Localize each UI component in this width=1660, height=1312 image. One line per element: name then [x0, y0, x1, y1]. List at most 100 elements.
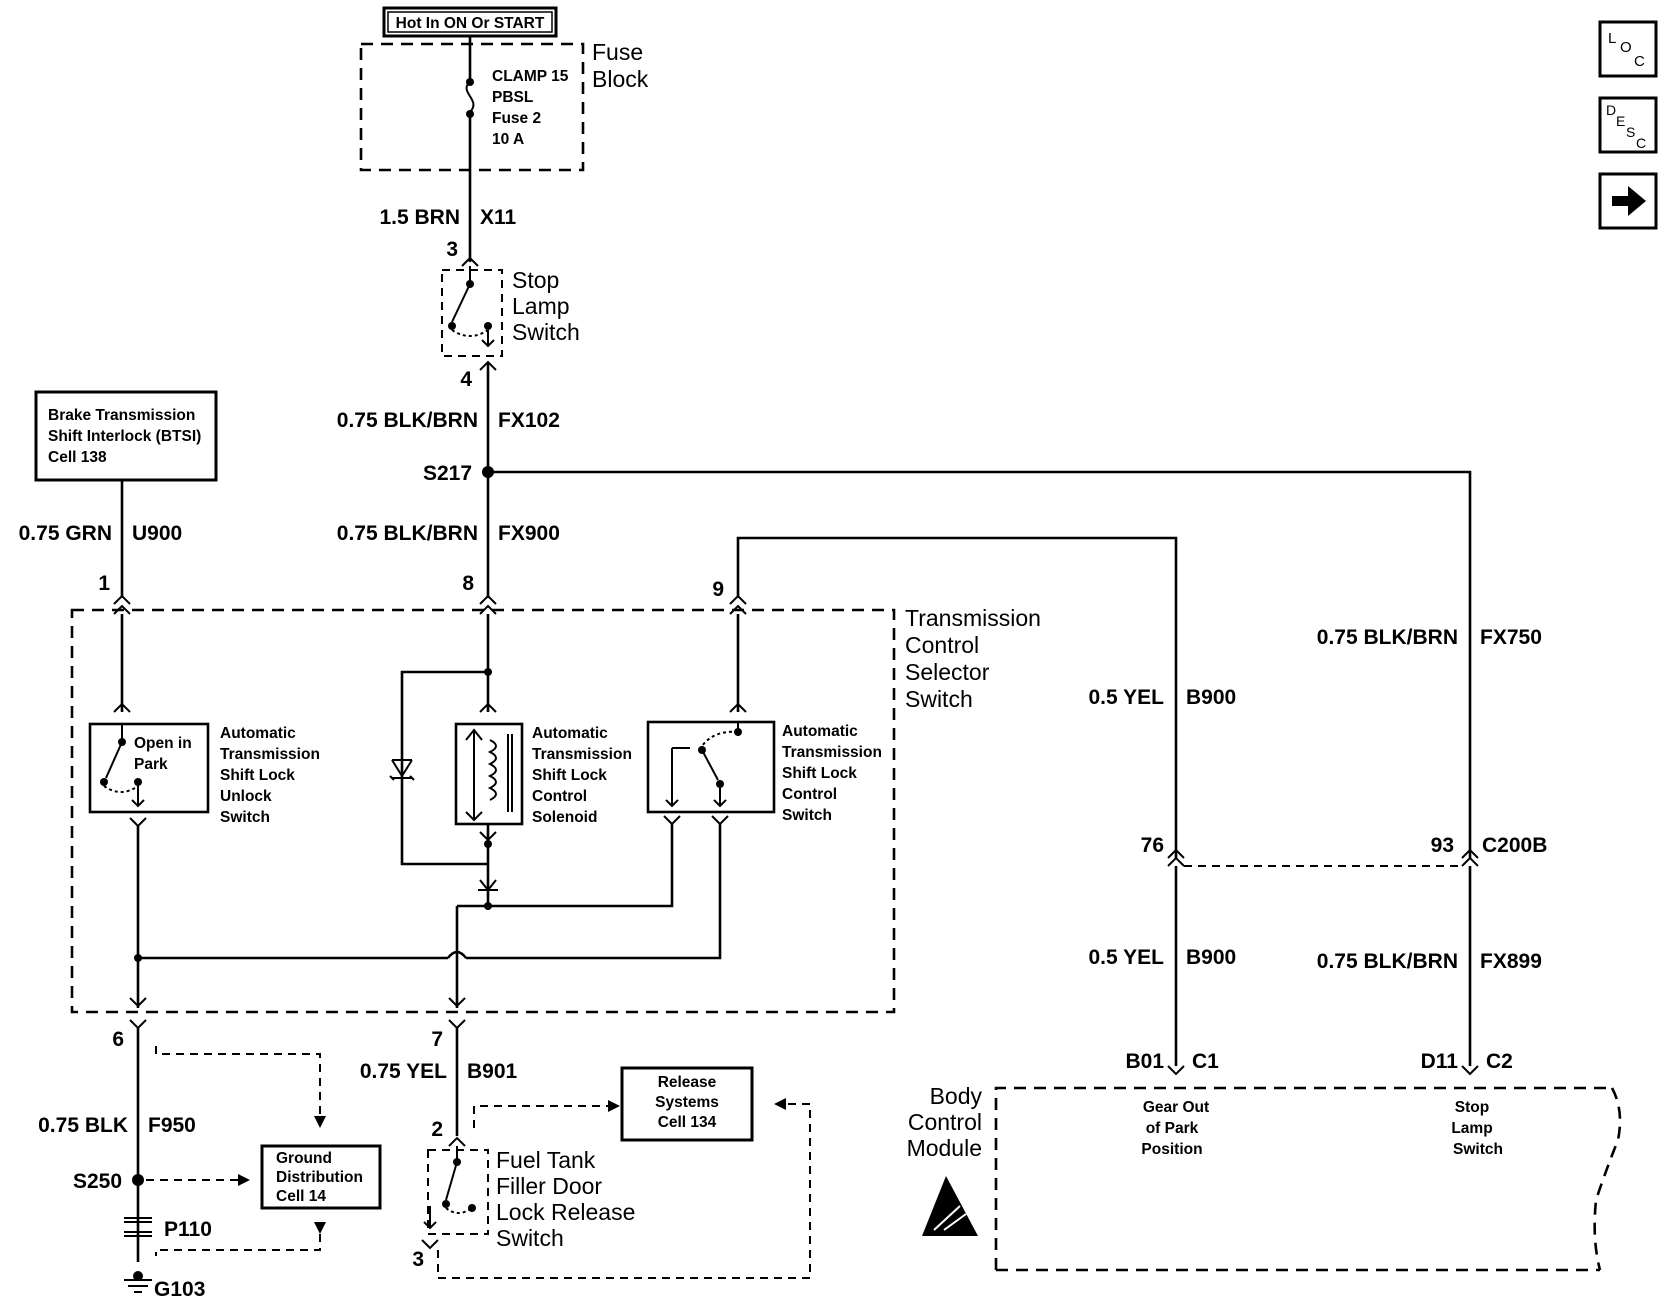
wire-circuit-fx750: FX750	[1480, 626, 1542, 649]
svg-text:Filler Door: Filler Door	[496, 1173, 602, 1199]
wire-gauge-b901: 0.75 YEL	[360, 1060, 447, 1083]
svg-text:Automatic: Automatic	[782, 723, 858, 740]
svg-text:Control: Control	[532, 788, 587, 805]
svg-text:Switch: Switch	[1453, 1141, 1503, 1158]
splice-s250	[132, 1174, 144, 1186]
svg-text:Switch: Switch	[220, 809, 270, 826]
svg-text:of Park: of Park	[1146, 1120, 1199, 1137]
svg-text:Release: Release	[658, 1074, 717, 1091]
diode-icon	[389, 759, 415, 781]
svg-text:Selector: Selector	[905, 659, 990, 685]
wire-gauge-x11: 1.5 BRN	[379, 206, 460, 229]
svg-text:Control: Control	[905, 632, 979, 658]
svg-text:3: 3	[412, 1248, 424, 1271]
svg-text:Solenoid: Solenoid	[532, 809, 597, 826]
wire-circuit-b901: B901	[467, 1060, 518, 1083]
wire-circuit-f950: F950	[148, 1114, 196, 1137]
svg-text:Stop: Stop	[512, 267, 559, 293]
svg-text:10 A: 10 A	[492, 131, 524, 148]
fuse-icon	[465, 36, 475, 170]
wire-gauge-fx899: 0.75 BLK/BRN	[1317, 950, 1458, 973]
svg-text:Fuse: Fuse	[592, 39, 643, 65]
svg-text:9: 9	[712, 578, 724, 601]
svg-text:Switch: Switch	[512, 319, 580, 345]
svg-text:Shift Lock: Shift Lock	[782, 765, 857, 782]
wire-circuit-u900: U900	[132, 522, 182, 545]
wire-gauge-f950: 0.75 BLK	[38, 1114, 128, 1137]
svg-text:C200B: C200B	[1482, 834, 1547, 857]
svg-text:Fuel Tank: Fuel Tank	[496, 1147, 596, 1173]
wire-gauge-b900-top: 0.5 YEL	[1089, 686, 1165, 709]
next-page-button[interactable]	[1598, 172, 1658, 230]
svg-text:P110: P110	[164, 1218, 212, 1241]
svg-text:Unlock: Unlock	[220, 788, 272, 805]
arrow-right-icon	[1612, 186, 1646, 216]
wire-gauge-b900-bot: 0.5 YEL	[1089, 946, 1165, 969]
svg-text:PBSL: PBSL	[492, 89, 533, 106]
svg-text:4: 4	[460, 368, 472, 391]
svg-text:Automatic: Automatic	[220, 725, 296, 742]
ground-distribution-reference-box[interactable]: Ground Distribution Cell 14	[260, 1144, 382, 1210]
wire-circuit-fx899: FX899	[1480, 950, 1542, 973]
svg-text:Switch: Switch	[905, 686, 973, 712]
esd-warning-icon	[922, 1176, 978, 1236]
fuse-block: Fuse Block CLAMP 15 PBSL Fuse 2 10 A	[359, 36, 649, 172]
btsi-reference-box[interactable]: Brake Transmission Shift Interlock (BTSI…	[34, 390, 218, 482]
wire-gauge-fx750: 0.75 BLK/BRN	[1317, 626, 1458, 649]
description-view-button[interactable]: D E S C	[1598, 96, 1658, 154]
transmission-control-selector-switch: Transmission Control Selector Switch 1 8…	[70, 572, 1041, 1014]
bcm-pin-c2: C2	[1486, 1050, 1513, 1073]
svg-text:Position: Position	[1141, 1141, 1202, 1158]
wire-gauge-fx900: 0.75 BLK/BRN	[337, 522, 478, 545]
svg-text:Hot In ON Or START: Hot In ON Or START	[396, 15, 545, 32]
svg-text:Switch: Switch	[496, 1225, 564, 1251]
svg-text:Body: Body	[930, 1083, 983, 1109]
svg-text:Shift Lock: Shift Lock	[532, 767, 607, 784]
svg-text:Control: Control	[782, 786, 837, 803]
svg-text:2: 2	[431, 1118, 443, 1141]
svg-text:76: 76	[1141, 834, 1164, 857]
pin-7: 7	[431, 1028, 443, 1051]
svg-text:Ground: Ground	[276, 1150, 332, 1167]
wire-circuit-fx900: FX900	[498, 522, 560, 545]
svg-text:Module: Module	[907, 1135, 982, 1161]
svg-text:Shift Interlock (BTSI): Shift Interlock (BTSI)	[48, 428, 201, 445]
hot-label: Hot In ON Or START	[382, 6, 558, 38]
svg-text:S: S	[1626, 124, 1635, 140]
svg-text:Fuse 2: Fuse 2	[492, 110, 541, 127]
svg-text:93: 93	[1431, 834, 1454, 857]
svg-text:Open in: Open in	[134, 735, 192, 752]
svg-text:Lamp: Lamp	[512, 293, 570, 319]
connector-c200b: 76 93 C200B	[1141, 834, 1547, 867]
svg-text:S250: S250	[73, 1170, 122, 1193]
svg-text:Switch: Switch	[782, 807, 832, 824]
svg-text:Shift Lock: Shift Lock	[220, 767, 295, 784]
svg-text:Lamp: Lamp	[1451, 1120, 1492, 1137]
release-systems-reference-box[interactable]: Release Systems Cell 134	[620, 1066, 754, 1142]
svg-text:S217: S217	[423, 462, 472, 485]
svg-text:Control: Control	[908, 1109, 982, 1135]
svg-text:3: 3	[446, 238, 458, 261]
svg-text:Block: Block	[592, 66, 649, 92]
svg-text:Transmission: Transmission	[782, 744, 882, 761]
svg-text:1: 1	[98, 572, 110, 595]
svg-text:Brake Transmission: Brake Transmission	[48, 407, 195, 424]
svg-text:Transmission: Transmission	[905, 605, 1041, 631]
svg-text:G103: G103	[154, 1278, 205, 1301]
svg-text:C: C	[1634, 53, 1645, 70]
svg-text:Cell 14: Cell 14	[276, 1188, 326, 1205]
wire-circuit-fx102: FX102	[498, 409, 560, 432]
svg-text:C: C	[1636, 135, 1646, 151]
wire-gauge-u900: 0.75 GRN	[19, 522, 112, 545]
wire-gauge-fx102: 0.75 BLK/BRN	[337, 409, 478, 432]
svg-text:Transmission: Transmission	[532, 746, 632, 763]
wire-circuit-b900-bot: B900	[1186, 946, 1236, 969]
svg-text:E: E	[1616, 113, 1625, 129]
solenoid-coil-icon	[465, 728, 513, 822]
svg-text:Automatic: Automatic	[532, 725, 608, 742]
wire-circuit-b900-top: B900	[1186, 686, 1236, 709]
location-view-button[interactable]: L O C	[1598, 20, 1658, 78]
connector-p110: P110	[124, 1217, 212, 1241]
body-control-module: Body Control Module Gear Out of Park Pos…	[907, 1083, 1622, 1272]
